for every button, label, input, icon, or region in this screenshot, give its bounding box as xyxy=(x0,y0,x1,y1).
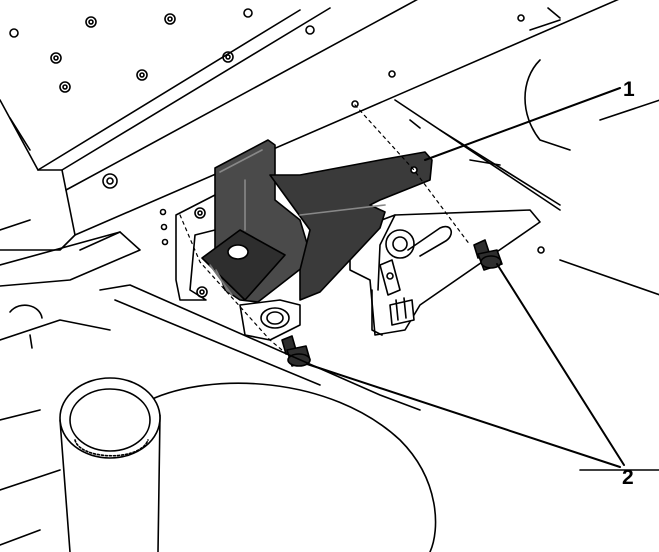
frame-plate xyxy=(0,0,619,287)
lower-frame xyxy=(0,284,659,552)
leader-line-2b xyxy=(306,363,621,468)
alignment-lines xyxy=(179,104,471,356)
bracket-part xyxy=(201,139,433,341)
leader-lines xyxy=(306,87,625,468)
callout-1-label: 1 xyxy=(623,78,635,101)
side-frame xyxy=(394,7,659,296)
hinge-plate xyxy=(349,209,541,336)
frame-holes xyxy=(9,8,525,189)
leader-line-1 xyxy=(424,87,621,161)
callout-2-label: 2 xyxy=(622,466,634,489)
leader-line-2a xyxy=(496,263,625,466)
bolt-right xyxy=(473,239,503,271)
cylinder xyxy=(59,377,161,552)
